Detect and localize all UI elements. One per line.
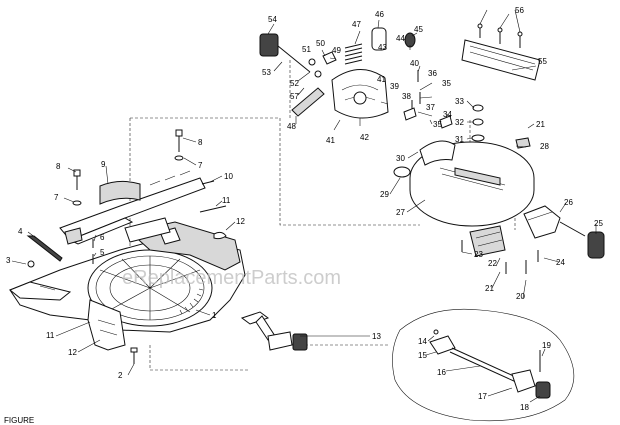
callout-41-right: 41 — [377, 75, 386, 84]
callout-57: 57 — [290, 92, 299, 101]
callout-21-bottom: 21 — [485, 284, 494, 293]
loose-hardware-left — [26, 129, 227, 364]
callout-28: 28 — [540, 142, 549, 151]
callout-41-left: 41 — [326, 136, 335, 145]
callout-46: 46 — [375, 10, 384, 19]
callout-11-bottom: 11 — [46, 331, 55, 340]
fence-assembly — [59, 170, 206, 245]
callout-40: 40 — [410, 59, 419, 68]
callout-50: 50 — [316, 39, 325, 48]
figure-caption-fragment: FIGURE — [4, 416, 34, 425]
callout-4: 4 — [18, 227, 23, 236]
callout-43: 43 — [378, 43, 387, 52]
callout-numbers: 1 2 3 4 5 6 7 7 8 8 9 10 11 11 12 12 13 … — [6, 6, 603, 412]
callout-52: 52 — [290, 79, 299, 88]
callout-32: 32 — [455, 118, 464, 127]
callout-55: 55 — [538, 57, 547, 66]
inset-group — [392, 308, 575, 422]
callout-53: 53 — [262, 68, 271, 77]
callout-16: 16 — [437, 368, 446, 377]
callout-12-bottom: 12 — [68, 348, 77, 357]
fence-plate — [461, 23, 541, 81]
callout-5: 5 — [100, 248, 105, 257]
callout-12-right: 12 — [236, 217, 245, 226]
callout-7-left: 7 — [54, 193, 59, 202]
callout-2: 2 — [118, 371, 123, 380]
callout-8-left: 8 — [56, 162, 61, 171]
callout-47: 47 — [352, 20, 361, 29]
callout-39: 39 — [390, 82, 399, 91]
callout-15: 15 — [418, 351, 427, 360]
callout-44: 44 — [396, 34, 405, 43]
callout-36: 36 — [428, 69, 437, 78]
callout-54: 54 — [268, 15, 277, 24]
callout-48: 48 — [287, 122, 296, 131]
callout-37: 37 — [426, 103, 435, 112]
callout-23: 23 — [474, 250, 483, 259]
leader-lines — [11, 9, 597, 403]
callout-1: 1 — [212, 311, 217, 320]
arm-assembly — [259, 27, 485, 142]
callout-21-top: 21 — [536, 120, 545, 129]
callout-45: 45 — [414, 25, 423, 34]
callout-20: 20 — [516, 292, 525, 301]
callout-18: 18 — [520, 403, 529, 412]
callout-14: 14 — [418, 337, 427, 346]
callout-29: 29 — [380, 190, 389, 199]
callout-11-top: 11 — [222, 196, 231, 205]
callout-9: 9 — [101, 160, 106, 169]
table-assembly — [393, 137, 535, 227]
callout-6: 6 — [100, 233, 105, 242]
callout-3: 3 — [6, 256, 11, 265]
callout-13: 13 — [372, 332, 381, 341]
callout-27: 27 — [396, 208, 405, 217]
callout-26: 26 — [564, 198, 573, 207]
callout-31: 31 — [455, 135, 464, 144]
callout-35-bottom: 35 — [433, 120, 442, 129]
watermark-text: eReplacementParts.com — [122, 267, 341, 289]
callout-33: 33 — [455, 97, 464, 106]
callout-38: 38 — [402, 92, 411, 101]
bevel-lock-assembly — [240, 311, 308, 351]
handle-assembly — [461, 205, 605, 274]
callout-24: 24 — [556, 258, 565, 267]
callout-30: 30 — [396, 154, 405, 163]
callout-49: 49 — [332, 46, 341, 55]
callout-56: 56 — [515, 6, 524, 15]
callout-7-right: 7 — [198, 161, 203, 170]
callout-25: 25 — [594, 219, 603, 228]
callout-17: 17 — [478, 392, 487, 401]
callout-35-top: 35 — [442, 79, 451, 88]
callout-51: 51 — [302, 45, 311, 54]
callout-10: 10 — [224, 172, 233, 181]
callout-19: 19 — [542, 341, 551, 350]
callout-34: 34 — [443, 110, 452, 119]
callout-8-right: 8 — [198, 138, 203, 147]
callout-22: 22 — [488, 259, 497, 268]
callout-42: 42 — [360, 133, 369, 142]
